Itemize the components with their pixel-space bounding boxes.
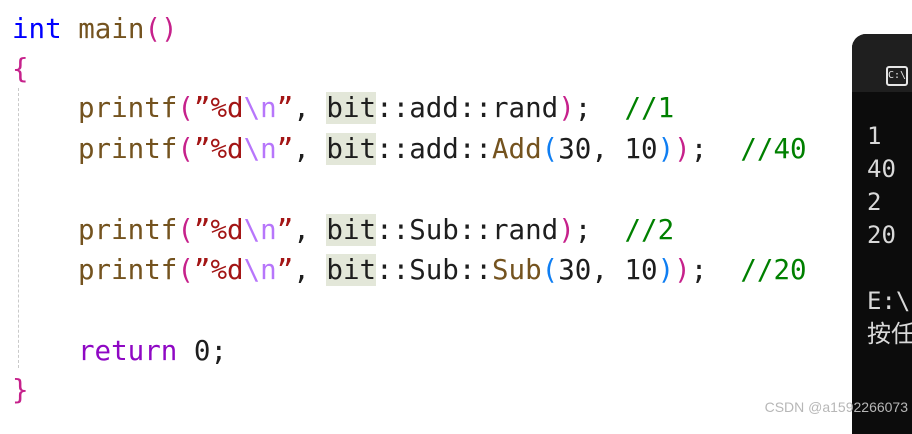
paren-open: ( xyxy=(541,133,559,165)
comma: , xyxy=(293,214,327,246)
type-keyword: int xyxy=(12,13,62,45)
console-window[interactable]: C:\ 1 40 2 20 E:\ 按任 xyxy=(852,34,912,434)
console-output-line: 按任 xyxy=(867,320,912,348)
function-call: printf xyxy=(78,133,178,165)
paren-open: ( xyxy=(177,92,194,124)
semicolon: ; xyxy=(574,214,592,246)
code-editor[interactable]: int main() { printf(”%d\n”, bit::add::ra… xyxy=(0,0,850,423)
comma: , xyxy=(293,133,327,165)
function-call: printf xyxy=(78,254,178,286)
format-spec: %d xyxy=(210,214,244,246)
code-line-return: return 0; xyxy=(12,331,227,371)
scope-path: ::add::rand xyxy=(376,92,559,124)
paren-open: ( xyxy=(177,254,194,286)
paren-open: ( xyxy=(541,254,559,286)
open-brace: { xyxy=(12,53,29,85)
paren-open: ( xyxy=(144,13,162,45)
semicolon: ; xyxy=(690,254,708,286)
paren-open: ( xyxy=(177,133,194,165)
arguments: 30, 10 xyxy=(558,133,658,165)
paren-close: ) xyxy=(674,133,691,165)
console-output-line: 1 xyxy=(867,122,882,150)
escape-sequence: \n xyxy=(243,133,277,165)
scope-path: ::add:: xyxy=(376,133,492,165)
code-line-open-brace: { xyxy=(12,49,29,89)
paren-open: ( xyxy=(177,214,194,246)
code-line-printf-sub-rand: printf(”%d\n”, bit::Sub::rand); //2 xyxy=(12,210,674,250)
code-line-close-brace: } xyxy=(12,370,29,410)
function-call: Add xyxy=(491,133,542,165)
escape-sequence: \n xyxy=(243,214,277,246)
console-titlebar[interactable]: C:\ xyxy=(852,34,912,92)
namespace-highlight: bit xyxy=(326,214,377,246)
console-output-line: 40 xyxy=(867,155,896,183)
string-quote: ” xyxy=(193,133,211,165)
paren-close: ) xyxy=(558,92,575,124)
paren-close: ) xyxy=(657,254,675,286)
comma: , xyxy=(293,254,327,286)
scope-path: ::Sub::rand xyxy=(376,214,559,246)
console-app-icon: C:\ xyxy=(886,66,908,86)
arguments: 30, 10 xyxy=(558,254,658,286)
paren-close: ) xyxy=(558,214,575,246)
string-quote: ” xyxy=(193,254,211,286)
code-line-printf-sub-call: printf(”%d\n”, bit::Sub::Sub(30, 10)); /… xyxy=(12,250,807,290)
function-call: Sub xyxy=(491,254,542,286)
return-keyword: return xyxy=(78,335,178,367)
namespace-highlight: bit xyxy=(326,133,377,165)
string-quote: ” xyxy=(276,92,294,124)
paren-close: ) xyxy=(161,13,178,45)
return-value: 0; xyxy=(177,335,228,367)
function-name: main xyxy=(78,13,145,45)
code-line-printf-add-rand: printf(”%d\n”, bit::add::rand); //1 xyxy=(12,88,674,128)
comma: , xyxy=(293,92,327,124)
semicolon: ; xyxy=(574,92,592,124)
comment: //1 xyxy=(624,92,675,124)
indent-guide xyxy=(18,88,19,368)
format-spec: %d xyxy=(210,92,244,124)
paren-close: ) xyxy=(657,133,675,165)
string-quote: ” xyxy=(276,254,294,286)
string-quote: ” xyxy=(193,92,211,124)
semicolon: ; xyxy=(690,133,708,165)
string-quote: ” xyxy=(193,214,211,246)
close-brace: } xyxy=(12,374,29,406)
code-line-printf-add-call: printf(”%d\n”, bit::add::Add(30, 10)); /… xyxy=(12,129,807,169)
function-call: printf xyxy=(78,214,178,246)
namespace-highlight: bit xyxy=(326,254,377,286)
code-line-main-signature: int main() xyxy=(12,9,178,49)
scope-path: ::Sub:: xyxy=(376,254,492,286)
console-output-line: 2 xyxy=(867,188,882,216)
format-spec: %d xyxy=(210,254,244,286)
console-output-line: E:\ xyxy=(867,287,911,315)
escape-sequence: \n xyxy=(243,92,277,124)
watermark: CSDN @a1592266073 xyxy=(764,399,908,415)
namespace-highlight: bit xyxy=(326,92,377,124)
escape-sequence: \n xyxy=(243,254,277,286)
comment: //40 xyxy=(740,133,807,165)
format-spec: %d xyxy=(210,133,244,165)
console-output-line: 20 xyxy=(867,221,896,249)
comment: //20 xyxy=(740,254,807,286)
string-quote: ” xyxy=(276,133,294,165)
string-quote: ” xyxy=(276,214,294,246)
paren-close: ) xyxy=(674,254,691,286)
comment: //2 xyxy=(624,214,675,246)
function-call: printf xyxy=(78,92,178,124)
